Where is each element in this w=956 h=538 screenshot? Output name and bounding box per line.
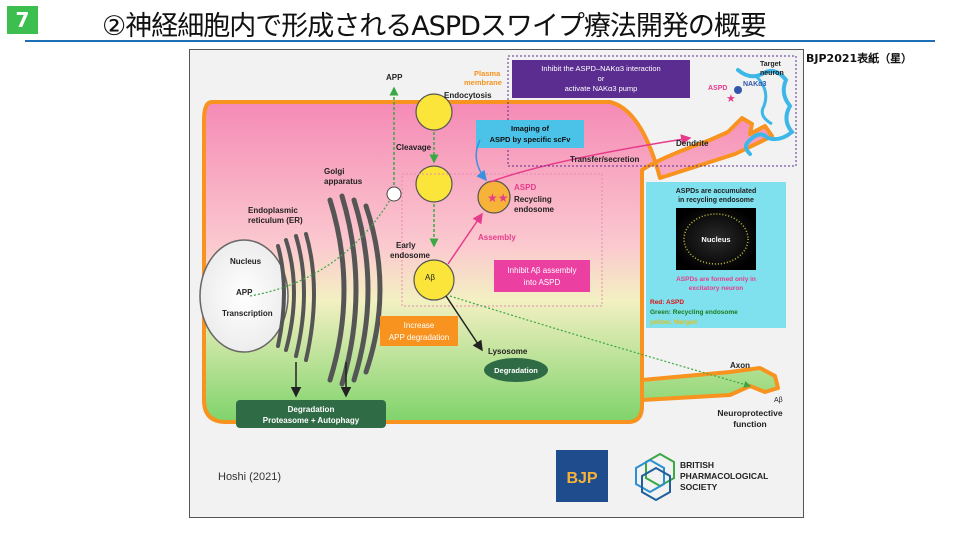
endocytosis-vesicle [415, 93, 453, 131]
increase-degradation-box [380, 316, 458, 346]
er-label-2: reticulum (ER) [248, 216, 303, 225]
nak-label: NAKα3 [743, 81, 766, 88]
neuroprotective-label-1: Neuroprotective [717, 408, 782, 418]
golgi-apparatus [327, 193, 383, 387]
bjp-logo-text: BJP [566, 470, 597, 487]
abeta-axon-label: Aβ [774, 397, 783, 404]
imaging-text-2: ASPD by specific scFv [490, 135, 572, 144]
plasma-membrane-label-1: Plasma [474, 69, 501, 78]
slide-number: 7 [7, 6, 38, 34]
micrograph-heading-1: ASPDs are accumulated [676, 188, 757, 195]
bps-text-1: BRITISH [680, 460, 714, 470]
lysosome-degradation-label: Degradation [494, 366, 538, 375]
early-endosome [413, 259, 455, 301]
imaging-arrow [475, 139, 487, 182]
inhibit-assembly-text-2: into ASPD [524, 278, 561, 287]
bps-text-3: SOCIETY [680, 482, 718, 492]
assembly-arrow [447, 212, 483, 265]
slide-title: ②神経細胞内で形成されるASPDスワイプ療法開発の概要 [102, 11, 767, 42]
imaging-box [476, 120, 584, 148]
target-neuron-label-2: neuron [760, 70, 784, 77]
transfer-label: Transfer/secretion [570, 155, 639, 164]
lysosome-label: Lysosome [488, 347, 528, 356]
interaction-region [507, 55, 797, 167]
endoplasmic-reticulum [276, 232, 316, 362]
bps-text-2: PHARMACOLOGICAL [680, 471, 768, 481]
bjp-logo [556, 450, 608, 502]
endocytosis-label: Endocytosis [444, 91, 492, 100]
nucleus [199, 239, 289, 353]
micrograph-cell-outline [683, 213, 749, 265]
transport-vesicle [386, 186, 402, 202]
app-top-label: APP [386, 73, 403, 82]
axon-label: Axon [730, 361, 750, 370]
dendrite-label: Dendrite [676, 139, 709, 148]
recycling-label-1: Recycling [514, 195, 552, 204]
er-label-1: Endoplasmic [248, 206, 298, 215]
target-neuron [736, 68, 795, 156]
transcription-label: Transcription [222, 309, 273, 318]
assembly-label: Assembly [478, 233, 516, 242]
legend-yellow: yellow: Merged [650, 319, 697, 326]
citation: Hoshi (2021) [218, 471, 281, 483]
aspd-stars-icon: ★★ [487, 191, 509, 205]
cleavage-label: Cleavage [396, 143, 432, 152]
inhibit-assembly-box [494, 260, 590, 292]
recycling-label-2: endosome [514, 205, 555, 214]
micrograph-heading-2: in recycling endosome [678, 197, 754, 204]
inhibit-interaction-box [512, 60, 690, 98]
micrograph-image [676, 208, 756, 270]
degradation-text-2: Proteasome + Autophagy [263, 416, 360, 425]
app-synthesis-path [249, 199, 391, 297]
increase-text-1: Increase [404, 321, 435, 330]
aspd-label: ASPD [514, 183, 536, 192]
imaging-text-1: Imaging of [511, 124, 549, 133]
micrograph-note-2: excitatory neuron [689, 285, 744, 292]
aspd-star-icon: ★ [726, 93, 736, 105]
inhibit-assembly-text-1: Inhibit Aβ assembly [507, 266, 576, 275]
aspd-therapy-diagram: Nucleus APP Transcription Endoplasmic re… [199, 55, 797, 502]
legend-green: Green: Recycling endosome [650, 309, 738, 316]
cover-note: BJP2021表紙（星） [806, 52, 913, 65]
proteasome-degradation-box [236, 400, 386, 428]
nucleus-label: Nucleus [230, 257, 262, 266]
micrograph-nucleus-label: Nucleus [701, 235, 730, 244]
degradation-text-1: Degradation [288, 405, 335, 414]
lysosome-degradation [484, 358, 548, 382]
early-endosome-label-2: endosome [390, 251, 431, 260]
legend-red: Red: ASPD [650, 299, 684, 306]
inhibit-interaction-text-3: activate NAKα3 pump [565, 84, 638, 93]
aspd-target-label: ASPD [708, 85, 727, 92]
plasma-membrane-label-2: membrane [464, 78, 502, 87]
inhibit-interaction-text-1: Inhibit the ASPD–NAKα3 interaction [541, 64, 660, 73]
increase-text-2: APP degradation [389, 333, 449, 342]
target-neuron-label-1: Target [760, 61, 782, 68]
golgi-label-2: apparatus [324, 177, 363, 186]
bps-logo-icon [635, 452, 675, 502]
abeta-label: Aβ [425, 273, 435, 282]
nak-pump-icon [734, 86, 742, 94]
neuron-cell-body [202, 100, 780, 424]
target-neuron-branch [754, 74, 773, 126]
lysosome-arrow [445, 295, 483, 352]
early-endosome-label-1: Early [396, 241, 416, 250]
inhibit-interaction-text-2: or [598, 74, 605, 83]
micrograph-note-1: ASPDs are formed only in [676, 276, 756, 283]
endosome-region [401, 173, 603, 307]
cleavage-vesicle [415, 165, 453, 203]
figure-bjp-cover: Nucleus APP Transcription Endoplasmic re… [189, 49, 804, 518]
neuroprotective-label-2: function [733, 419, 767, 429]
title-underline [25, 40, 935, 42]
transfer-arrow [489, 134, 692, 183]
app-nucleus-label: APP [236, 288, 253, 297]
golgi-label-1: Golgi [324, 167, 344, 176]
